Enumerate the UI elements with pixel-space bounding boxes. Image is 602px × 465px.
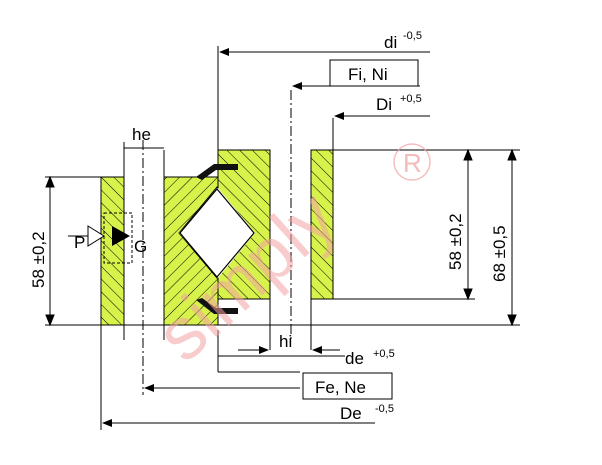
label-de: de <box>345 349 364 368</box>
label-di-tol: -0,5 <box>403 30 422 42</box>
grease-arrow-icon <box>112 226 130 246</box>
bore-lines <box>123 90 312 395</box>
label-P: P <box>74 233 85 252</box>
registered-icon <box>393 143 431 181</box>
label-di: di <box>384 33 397 52</box>
fi-ni-box <box>329 59 419 87</box>
label-he: he <box>132 125 151 144</box>
label-Di: Di <box>376 95 392 114</box>
lubrication-symbol <box>68 212 133 264</box>
label-de-tol: +0,5 <box>373 348 395 360</box>
label-height-right-outer: 68 ±0,5 <box>490 225 509 282</box>
dimension-labels: di -0,5 Fi, Ni Di +0,5 he hi de +0,5 Fe,… <box>29 30 509 423</box>
label-De: De <box>340 404 362 423</box>
label-fe-ne: Fe, Ne <box>315 378 366 397</box>
label-height-right-inner: 58 ±0,2 <box>446 213 465 270</box>
label-G: G <box>134 237 147 256</box>
label-boxes <box>302 59 419 400</box>
watermark-symbol: R <box>403 148 422 178</box>
dimension-lines <box>45 48 517 427</box>
reference-lines <box>45 46 520 430</box>
label-height-left: 58 ±0,2 <box>29 231 48 288</box>
label-hi: hi <box>279 332 292 351</box>
label-Di-tol: +0,5 <box>400 93 422 105</box>
fe-ne-box <box>302 372 393 400</box>
seals <box>196 164 238 314</box>
label-fi-ni: Fi, Ni <box>348 65 388 84</box>
label-De-tol: -0,5 <box>375 403 394 415</box>
inner-ring <box>179 149 334 300</box>
